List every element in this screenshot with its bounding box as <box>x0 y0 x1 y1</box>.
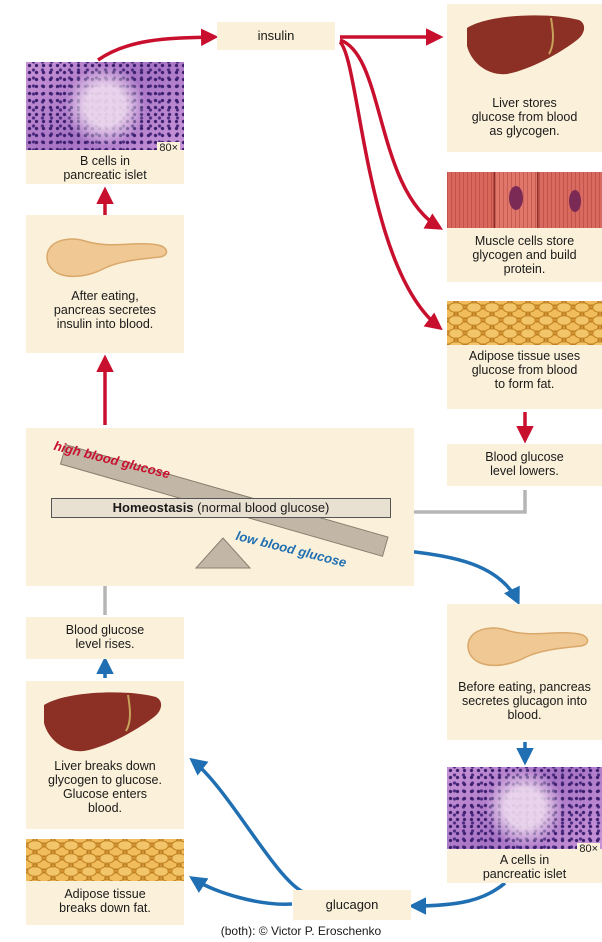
after-eating-box: After eating, pancreas secretes insulin … <box>26 215 184 353</box>
before-eating-caption: Before eating, pancreas secretes glucago… <box>447 680 602 722</box>
a-cells-box: 80× A cells in pancreatic islet <box>447 767 602 883</box>
before-eating-box: Before eating, pancreas secretes glucago… <box>447 604 602 740</box>
glucose-rises-caption: Blood glucose level rises. <box>26 623 184 651</box>
liver-icon <box>36 687 166 757</box>
muscle-caption: Muscle cells store glycogen and build pr… <box>447 234 602 276</box>
homeostasis-bar: Homeostasis (normal blood glucose) <box>51 498 391 518</box>
pancreas-icon <box>40 223 170 283</box>
liver-breaks-box: Liver breaks down glycogen to glucose. G… <box>26 681 184 829</box>
adipose-uses-caption: Adipose tissue uses glucose from blood t… <box>447 349 602 391</box>
arrow-acells-to-glucagon <box>412 883 505 906</box>
pancreas-icon <box>461 612 591 672</box>
arrow-bcells-to-insulin <box>98 37 215 60</box>
liver-stores-caption: Liver stores glucose from blood as glyco… <box>447 96 602 138</box>
micrograph-icon <box>447 767 602 849</box>
insulin-label: insulin <box>217 22 335 50</box>
adipose-breaks-caption: Adipose tissue breaks down fat. <box>26 887 184 915</box>
arrow-insulin-to-adipose <box>340 42 440 328</box>
glucose-lowers-box: Blood glucose level lowers. <box>447 444 602 486</box>
b-cells-box: 80× B cells in pancreatic islet <box>26 62 184 184</box>
adipose-icon <box>26 839 184 881</box>
photo-credit: (both): © Victor P. Eroschenko <box>0 924 602 938</box>
liver-stores-box: Liver stores glucose from blood as glyco… <box>447 4 602 152</box>
b-cells-caption: B cells in pancreatic islet <box>26 154 184 182</box>
glucagon-label: glucagon <box>293 890 411 920</box>
micrograph-icon <box>26 62 184 150</box>
glucose-rises-box: Blood glucose level rises. <box>26 617 184 659</box>
arrow-insulin-to-muscle <box>340 40 440 228</box>
arrow-glucagon-to-adipose <box>192 878 292 904</box>
muscle-box: Muscle cells store glycogen and build pr… <box>447 172 602 282</box>
adipose-icon <box>447 301 602 345</box>
magnification-label: 80× <box>157 142 180 154</box>
adipose-uses-box: Adipose tissue uses glucose from blood t… <box>447 301 602 409</box>
balance-box: high blood glucose low blood glucose Hom… <box>26 428 414 586</box>
liver-breaks-caption: Liver breaks down glycogen to glucose. G… <box>26 759 184 815</box>
muscle-icon <box>447 172 602 228</box>
adipose-breaks-box: Adipose tissue breaks down fat. <box>26 839 184 925</box>
arrow-lowers-to-homeostasis <box>395 490 525 512</box>
after-eating-caption: After eating, pancreas secretes insulin … <box>26 289 184 331</box>
glucose-lowers-caption: Blood glucose level lowers. <box>447 450 602 478</box>
arrow-glucagon-to-liver <box>192 760 305 893</box>
liver-icon <box>459 10 589 80</box>
homeostasis-subtext: (normal blood glucose) <box>197 500 329 515</box>
a-cells-caption: A cells in pancreatic islet <box>447 853 602 881</box>
homeostasis-label: Homeostasis <box>113 500 194 515</box>
